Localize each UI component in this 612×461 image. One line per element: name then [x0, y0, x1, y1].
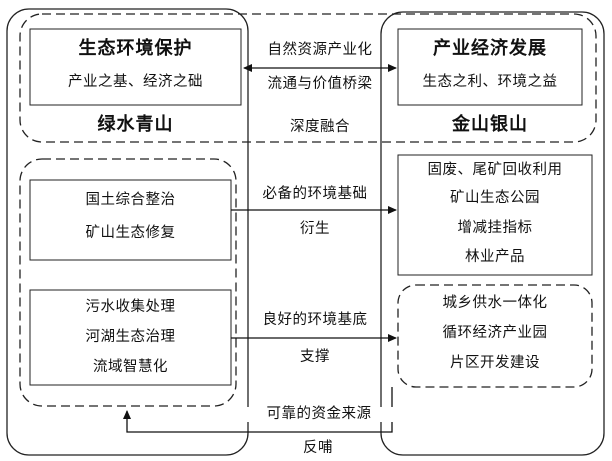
right-column-frame — [380, 11, 605, 456]
mid1-label-above: 必备的环境基础 — [262, 186, 368, 202]
box-b-line-1: 污水收集处理 — [85, 299, 176, 315]
top-connector-caption: 深度融合 — [290, 119, 350, 135]
mid2-label-below: 支撑 — [300, 349, 330, 365]
right-column-label: 金山银山 — [452, 114, 528, 135]
box-a-line-2: 矿山生态修复 — [85, 225, 176, 241]
box-b-line-2: 河湖生态治理 — [85, 329, 176, 345]
right-top-subtitle: 生态之利、环境之益 — [422, 74, 558, 90]
box-a-frame — [29, 179, 232, 261]
box-c-line-1: 固废、尾矿回收利用 — [427, 162, 563, 178]
right-top-title: 产业经济发展 — [433, 38, 547, 59]
box-c-frame — [397, 154, 593, 276]
box-c-line-4: 林业产品 — [465, 249, 525, 265]
left-top-subtitle: 产业之基、经济之础 — [68, 74, 203, 90]
mid2-label-above: 良好的环境基底 — [262, 312, 368, 328]
box-a-line-1: 国土综合整治 — [85, 192, 176, 208]
box-d-line-3: 片区开发建设 — [450, 355, 540, 371]
box-d-line-1: 城乡供水一体化 — [442, 295, 548, 311]
bottom-label-above: 可靠的资金来源 — [243, 407, 395, 422]
box-d-frame — [397, 284, 593, 388]
left-lower-dashed-group — [19, 158, 237, 407]
top-connector-line2: 流通与价值桥梁 — [267, 76, 373, 92]
top-dashed-group — [19, 13, 597, 143]
left-column-frame — [6, 8, 249, 456]
box-c-line-2: 矿山生态公园 — [450, 190, 540, 206]
left-top-title: 生态环境保护 — [78, 38, 193, 59]
top-right-box-frame — [397, 28, 583, 106]
box-b-line-3: 流域智慧化 — [93, 359, 168, 375]
bottom-label-below: 反哺 — [303, 440, 333, 456]
top-connector-line1: 自然资源产业化 — [267, 42, 373, 58]
box-c-line-3: 增减挂指标 — [457, 220, 533, 236]
mid1-label-below: 衍生 — [300, 221, 330, 237]
box-d-line-2: 循环经济产业园 — [442, 325, 548, 341]
left-column-label: 绿水青山 — [97, 114, 174, 135]
top-left-box-frame — [29, 28, 242, 106]
